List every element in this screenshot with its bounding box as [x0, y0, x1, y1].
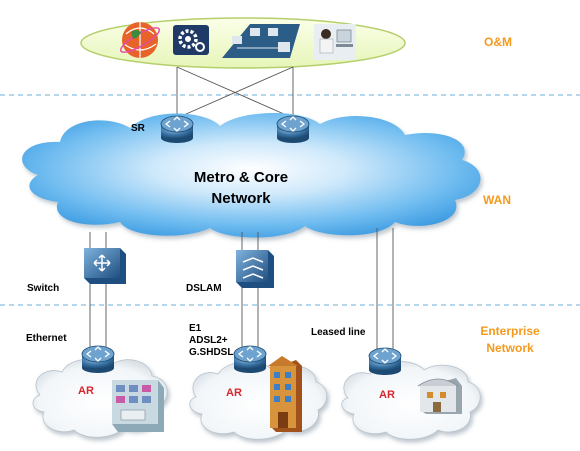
sr-label: SR	[131, 123, 146, 134]
zone-label-enterprise-line2: Network	[486, 341, 534, 355]
ar-label-left: AR	[78, 385, 94, 397]
link-label-adsl: ADSL2+	[189, 335, 228, 346]
ar-label-middle: AR	[226, 387, 242, 399]
metro-core-cloud	[22, 112, 481, 238]
office-building-icon	[112, 380, 164, 432]
switch-icon	[84, 248, 126, 284]
switch-label: Switch	[27, 283, 59, 294]
zone-label-enterprise-line1: Enterprise	[480, 324, 540, 338]
network-computers-icon	[222, 24, 300, 58]
om-sr-links	[176, 66, 294, 119]
cloud-title-line1: Metro & Core	[194, 169, 288, 186]
link-label-gshdsl: G.SHDSL	[189, 347, 233, 358]
gear-settings-icon	[173, 25, 209, 55]
ar-router-left-icon	[81, 345, 115, 373]
sr-router-left-icon	[160, 115, 194, 143]
sr-router-right-icon	[276, 115, 310, 143]
tower-building-icon	[268, 356, 302, 432]
link-label-ethernet: Ethernet	[26, 333, 67, 344]
enterprise-cloud-middle	[189, 361, 328, 440]
cloud-title-line2: Network	[211, 190, 271, 207]
ar-router-middle-icon	[233, 345, 267, 373]
dslam-icon	[236, 250, 274, 288]
ar-router-right-icon	[368, 347, 402, 375]
zone-label-om: O&M	[484, 35, 512, 49]
dslam-label: DSLAM	[186, 283, 222, 294]
link-label-e1: E1	[189, 323, 202, 334]
globe-icon	[119, 22, 161, 58]
house-building-icon	[417, 378, 462, 414]
zone-label-wan: WAN	[483, 193, 511, 207]
ar-label-right: AR	[379, 389, 395, 401]
operator-user-icon	[314, 24, 356, 60]
link-label-leased: Leased line	[311, 327, 366, 338]
